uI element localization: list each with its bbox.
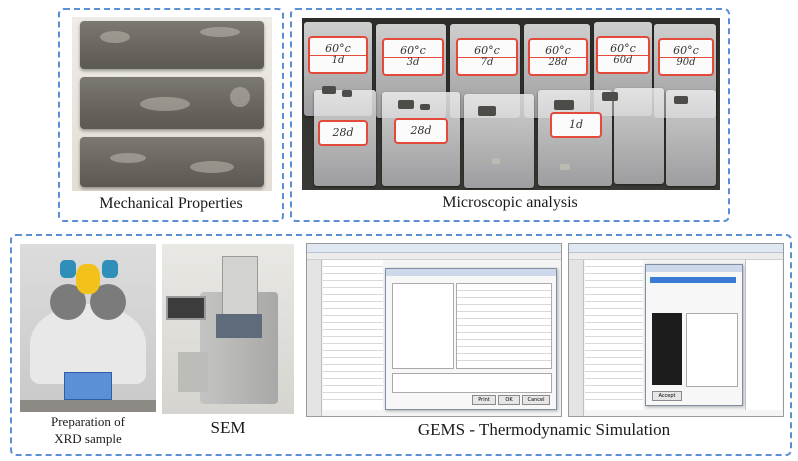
caption-gems: GEMS - Thermodynamic Simulation (417, 420, 671, 439)
cancel-button[interactable]: Cancel (522, 395, 550, 405)
print-button[interactable]: Print (472, 395, 496, 405)
mechanical-properties-panel (58, 8, 284, 222)
sem-photo (162, 244, 294, 414)
analysis-methods-panel (10, 234, 792, 456)
gems-screenshot-input-dialog: Print OK Cancel (306, 243, 562, 417)
caption-sem: SEM (210, 418, 246, 437)
caption-microscopic-analysis: Microscopic analysis (442, 194, 578, 211)
caption-mechanical-properties: Mechanical Properties (99, 195, 243, 212)
xrd-preparation-photo (20, 244, 156, 412)
gems-progress-dialog: Accept (645, 264, 743, 406)
bag-label: 1d (550, 112, 602, 138)
accept-button[interactable]: Accept (652, 391, 682, 401)
microscopic-analysis-panel (290, 8, 730, 222)
caption-xrd-line2: XRD sample (54, 431, 122, 446)
gems-screenshot-calculation: Accept (568, 243, 784, 417)
ok-button[interactable]: OK (498, 395, 520, 405)
gems-input-dialog: Print OK Cancel (385, 268, 557, 410)
bag-label: 28d (318, 120, 368, 146)
concrete-blocks-photo (72, 17, 272, 191)
caption-xrd-line1: Preparation of (50, 414, 125, 429)
bag-label: 28d (394, 118, 448, 144)
